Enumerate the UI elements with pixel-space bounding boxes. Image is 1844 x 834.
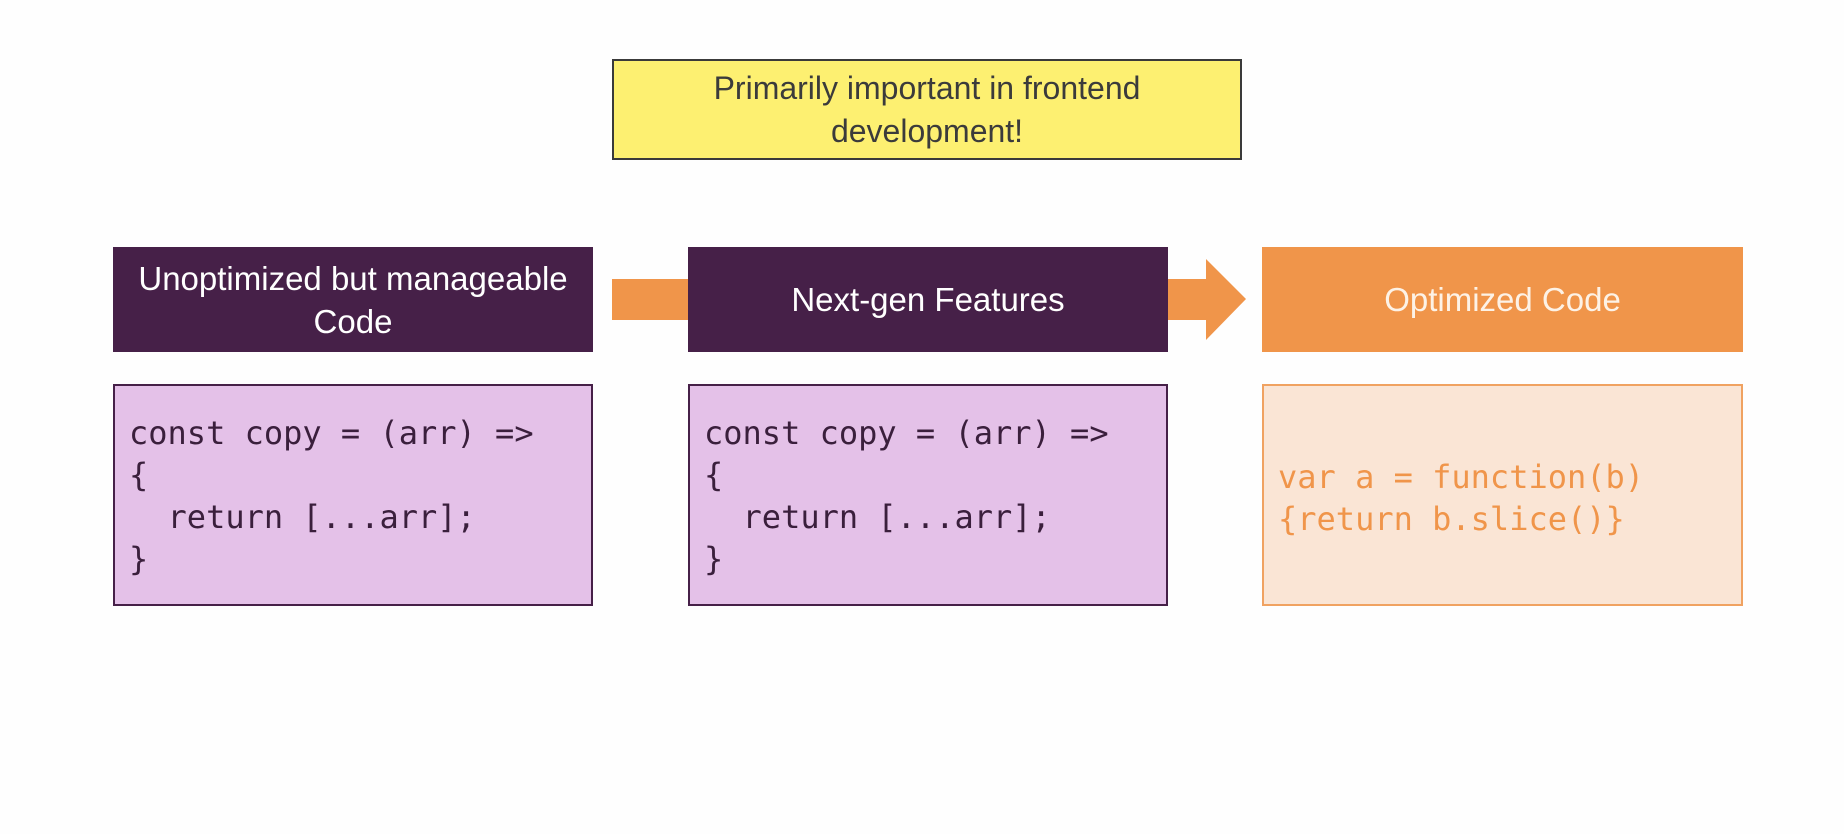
arrow-right-icon bbox=[1168, 259, 1246, 340]
code-block-unoptimized: const copy = (arr) => { return [...arr];… bbox=[113, 384, 593, 606]
stage-title: Optimized Code bbox=[1384, 281, 1621, 318]
stage-title: Unoptimized but manageable Code bbox=[138, 259, 568, 340]
stage-header-unoptimized: Unoptimized but manageable Code bbox=[113, 247, 593, 352]
stage-header-next-gen: Next-gen Features bbox=[688, 247, 1168, 352]
stage-header-optimized: Optimized Code bbox=[1262, 247, 1743, 352]
note-text: Primarily important in frontend developm… bbox=[713, 69, 1141, 149]
connector-bar bbox=[612, 279, 688, 320]
code-block-optimized: var a = function(b) {return b.slice()} bbox=[1262, 384, 1743, 606]
stage-title: Next-gen Features bbox=[791, 281, 1065, 318]
note-box: Primarily important in frontend developm… bbox=[612, 59, 1242, 160]
code-block-next-gen: const copy = (arr) => { return [...arr];… bbox=[688, 384, 1168, 606]
